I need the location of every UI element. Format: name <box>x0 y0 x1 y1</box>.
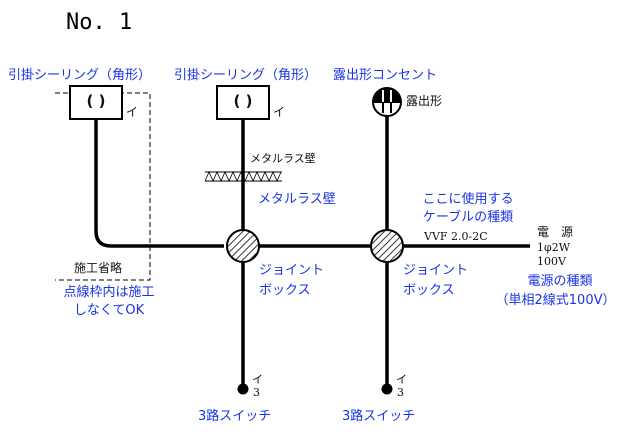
switch-left-num: 3 <box>253 386 260 399</box>
cable-note-line2: ケーブルの種類 <box>422 210 514 225</box>
ceiling-left-box <box>69 85 123 120</box>
switch-left-dot <box>237 383 249 395</box>
switch-left-mark: イ <box>252 373 263 386</box>
jbox-right-line2: ボックス <box>403 283 455 298</box>
jbox-left-symbol <box>226 229 260 263</box>
omit-note-line1: 点線枠内は施工 <box>63 285 155 300</box>
wall-blue-label: メタルラス壁 <box>258 192 336 207</box>
outlet-tag: 露出形 <box>406 94 443 108</box>
ceiling-mid-symbol: ( ) <box>233 92 253 110</box>
power-note-line2: （単相2線式100V） <box>495 293 616 308</box>
switch-right-dot <box>381 383 393 395</box>
jbox-left-line2: ボックス <box>259 283 311 298</box>
power-note-line1: 電源の種類 <box>527 274 593 289</box>
switch-right-num: 3 <box>397 386 404 399</box>
ceiling-mid-mark: イ <box>273 105 286 119</box>
omit-note-line2: しなくてOK <box>73 303 145 318</box>
page-title: No. 1 <box>66 10 133 35</box>
power-voltage: 100V <box>537 255 566 268</box>
wire-left-ceiling <box>94 120 224 248</box>
outlet-symbol <box>372 87 402 117</box>
jbox-left-line1: ジョイント <box>259 263 325 278</box>
omit-label: 施工省略 <box>74 261 123 275</box>
switch-right-label: 3路スイッチ <box>342 409 416 424</box>
ceiling-mid-label: 引掛シーリング（角形） <box>174 68 318 83</box>
switch-left-label: 3路スイッチ <box>198 409 272 424</box>
power-label: 電 源 <box>537 225 574 239</box>
jbox-right-line1: ジョイント <box>403 263 469 278</box>
metal-lath-wall-symbol <box>204 171 282 182</box>
ceiling-left-mark: イ <box>126 105 139 119</box>
ceiling-mid-box <box>216 85 270 120</box>
ceiling-left-symbol: ( ) <box>86 92 106 110</box>
wall-printed-label: メタルラス壁 <box>250 152 316 165</box>
omit-dashed-frame <box>55 92 151 281</box>
ceiling-left-label: 引掛シーリング（角形） <box>8 68 152 83</box>
cable-spec: VVF 2.0-2C <box>424 230 488 243</box>
outlet-label: 露出形コンセント <box>333 68 438 83</box>
power-phase: 1φ2W <box>537 241 571 254</box>
cable-note-line1: ここに使用する <box>422 192 514 207</box>
switch-right-mark: イ <box>396 373 407 386</box>
jbox-right-symbol <box>370 229 404 263</box>
